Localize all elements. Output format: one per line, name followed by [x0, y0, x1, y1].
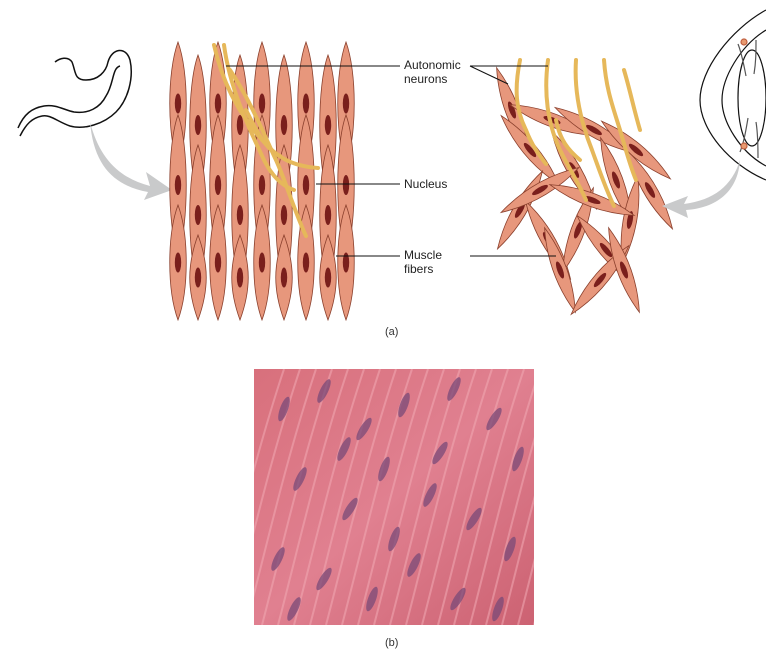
label-autonomic-neurons: Autonomic neurons: [404, 58, 461, 86]
stomach-outline-icon: [18, 50, 131, 136]
fiber-nucleus: [215, 94, 221, 114]
fiber-nucleus: [303, 94, 309, 114]
fiber-nucleus: [215, 175, 221, 195]
fiber-nucleus: [325, 268, 331, 288]
fiber-nucleus: [281, 205, 287, 225]
fiber-nucleus: [343, 175, 349, 195]
autonomic-neuron: [624, 70, 640, 130]
fiber-nucleus: [259, 253, 265, 273]
fiber-nucleus: [303, 253, 309, 273]
smooth-muscle-diagram: [0, 0, 766, 340]
fiber-nucleus: [237, 115, 243, 135]
fiber-nucleus: [195, 268, 201, 288]
smooth-muscle-micrograph: [254, 369, 534, 625]
scattered-muscle-bundle: [490, 60, 678, 319]
label-autonomic-line2: neurons: [404, 72, 461, 86]
curved-arrow-right-icon: [662, 160, 740, 218]
fiber-nucleus: [325, 115, 331, 135]
fiber-nucleus: [175, 94, 181, 114]
fiber-nucleus: [259, 94, 265, 114]
fiber-nucleus: [237, 205, 243, 225]
fiber-nucleus: [281, 115, 287, 135]
caption-a: (a): [385, 326, 398, 338]
label-autonomic-line1: Autonomic: [404, 58, 461, 72]
fiber-nucleus: [343, 94, 349, 114]
label-muscle-line1: Muscle: [404, 248, 442, 262]
fiber-nucleus: [195, 115, 201, 135]
curved-arrow-left-icon: [90, 122, 172, 200]
caption-b: (b): [385, 637, 398, 649]
fiber-nucleus: [175, 253, 181, 273]
micrograph-image: [254, 369, 534, 625]
fiber-nucleus: [259, 175, 265, 195]
label-nucleus: Nucleus: [404, 177, 447, 191]
fiber-nucleus: [237, 268, 243, 288]
fiber-nucleus: [303, 175, 309, 195]
fiber-nucleus: [281, 268, 287, 288]
fiber-nucleus: [325, 205, 331, 225]
label-muscle-line2: fibers: [404, 262, 442, 276]
fiber-nucleus: [195, 205, 201, 225]
fiber-nucleus: [175, 175, 181, 195]
longitudinal-muscle-bundle: [170, 42, 355, 320]
label-muscle-fibers: Muscle fibers: [404, 248, 442, 276]
fiber-nucleus: [215, 253, 221, 273]
eye-iris-outline-icon: [700, 10, 766, 180]
